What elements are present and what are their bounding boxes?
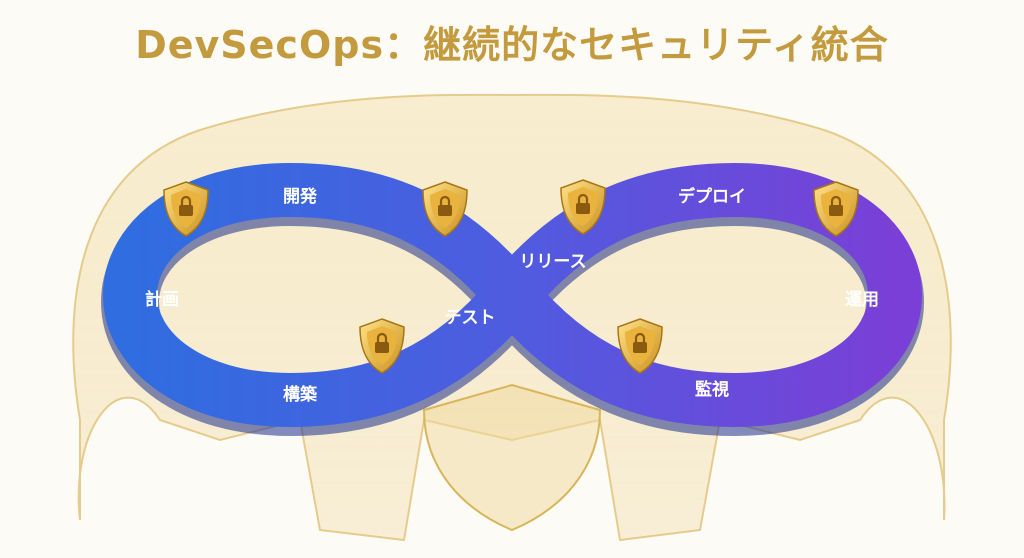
infinity-loop [102,162,923,428]
stage-develop: 開発 [283,186,318,207]
stage-release: リリース [519,252,586,272]
shield-emblem [422,383,602,532]
stage-deploy: デプロイ [678,186,746,207]
stage-monitor: 監視 [695,379,729,400]
stage-operate: 運用 [845,290,879,310]
stage-build: 構築 [283,384,318,405]
stage-plan: 計画 [145,289,179,310]
page-title: DevSecOps：継続的なセキュリティ統合 [135,23,889,67]
stage-test: テスト [445,308,496,328]
